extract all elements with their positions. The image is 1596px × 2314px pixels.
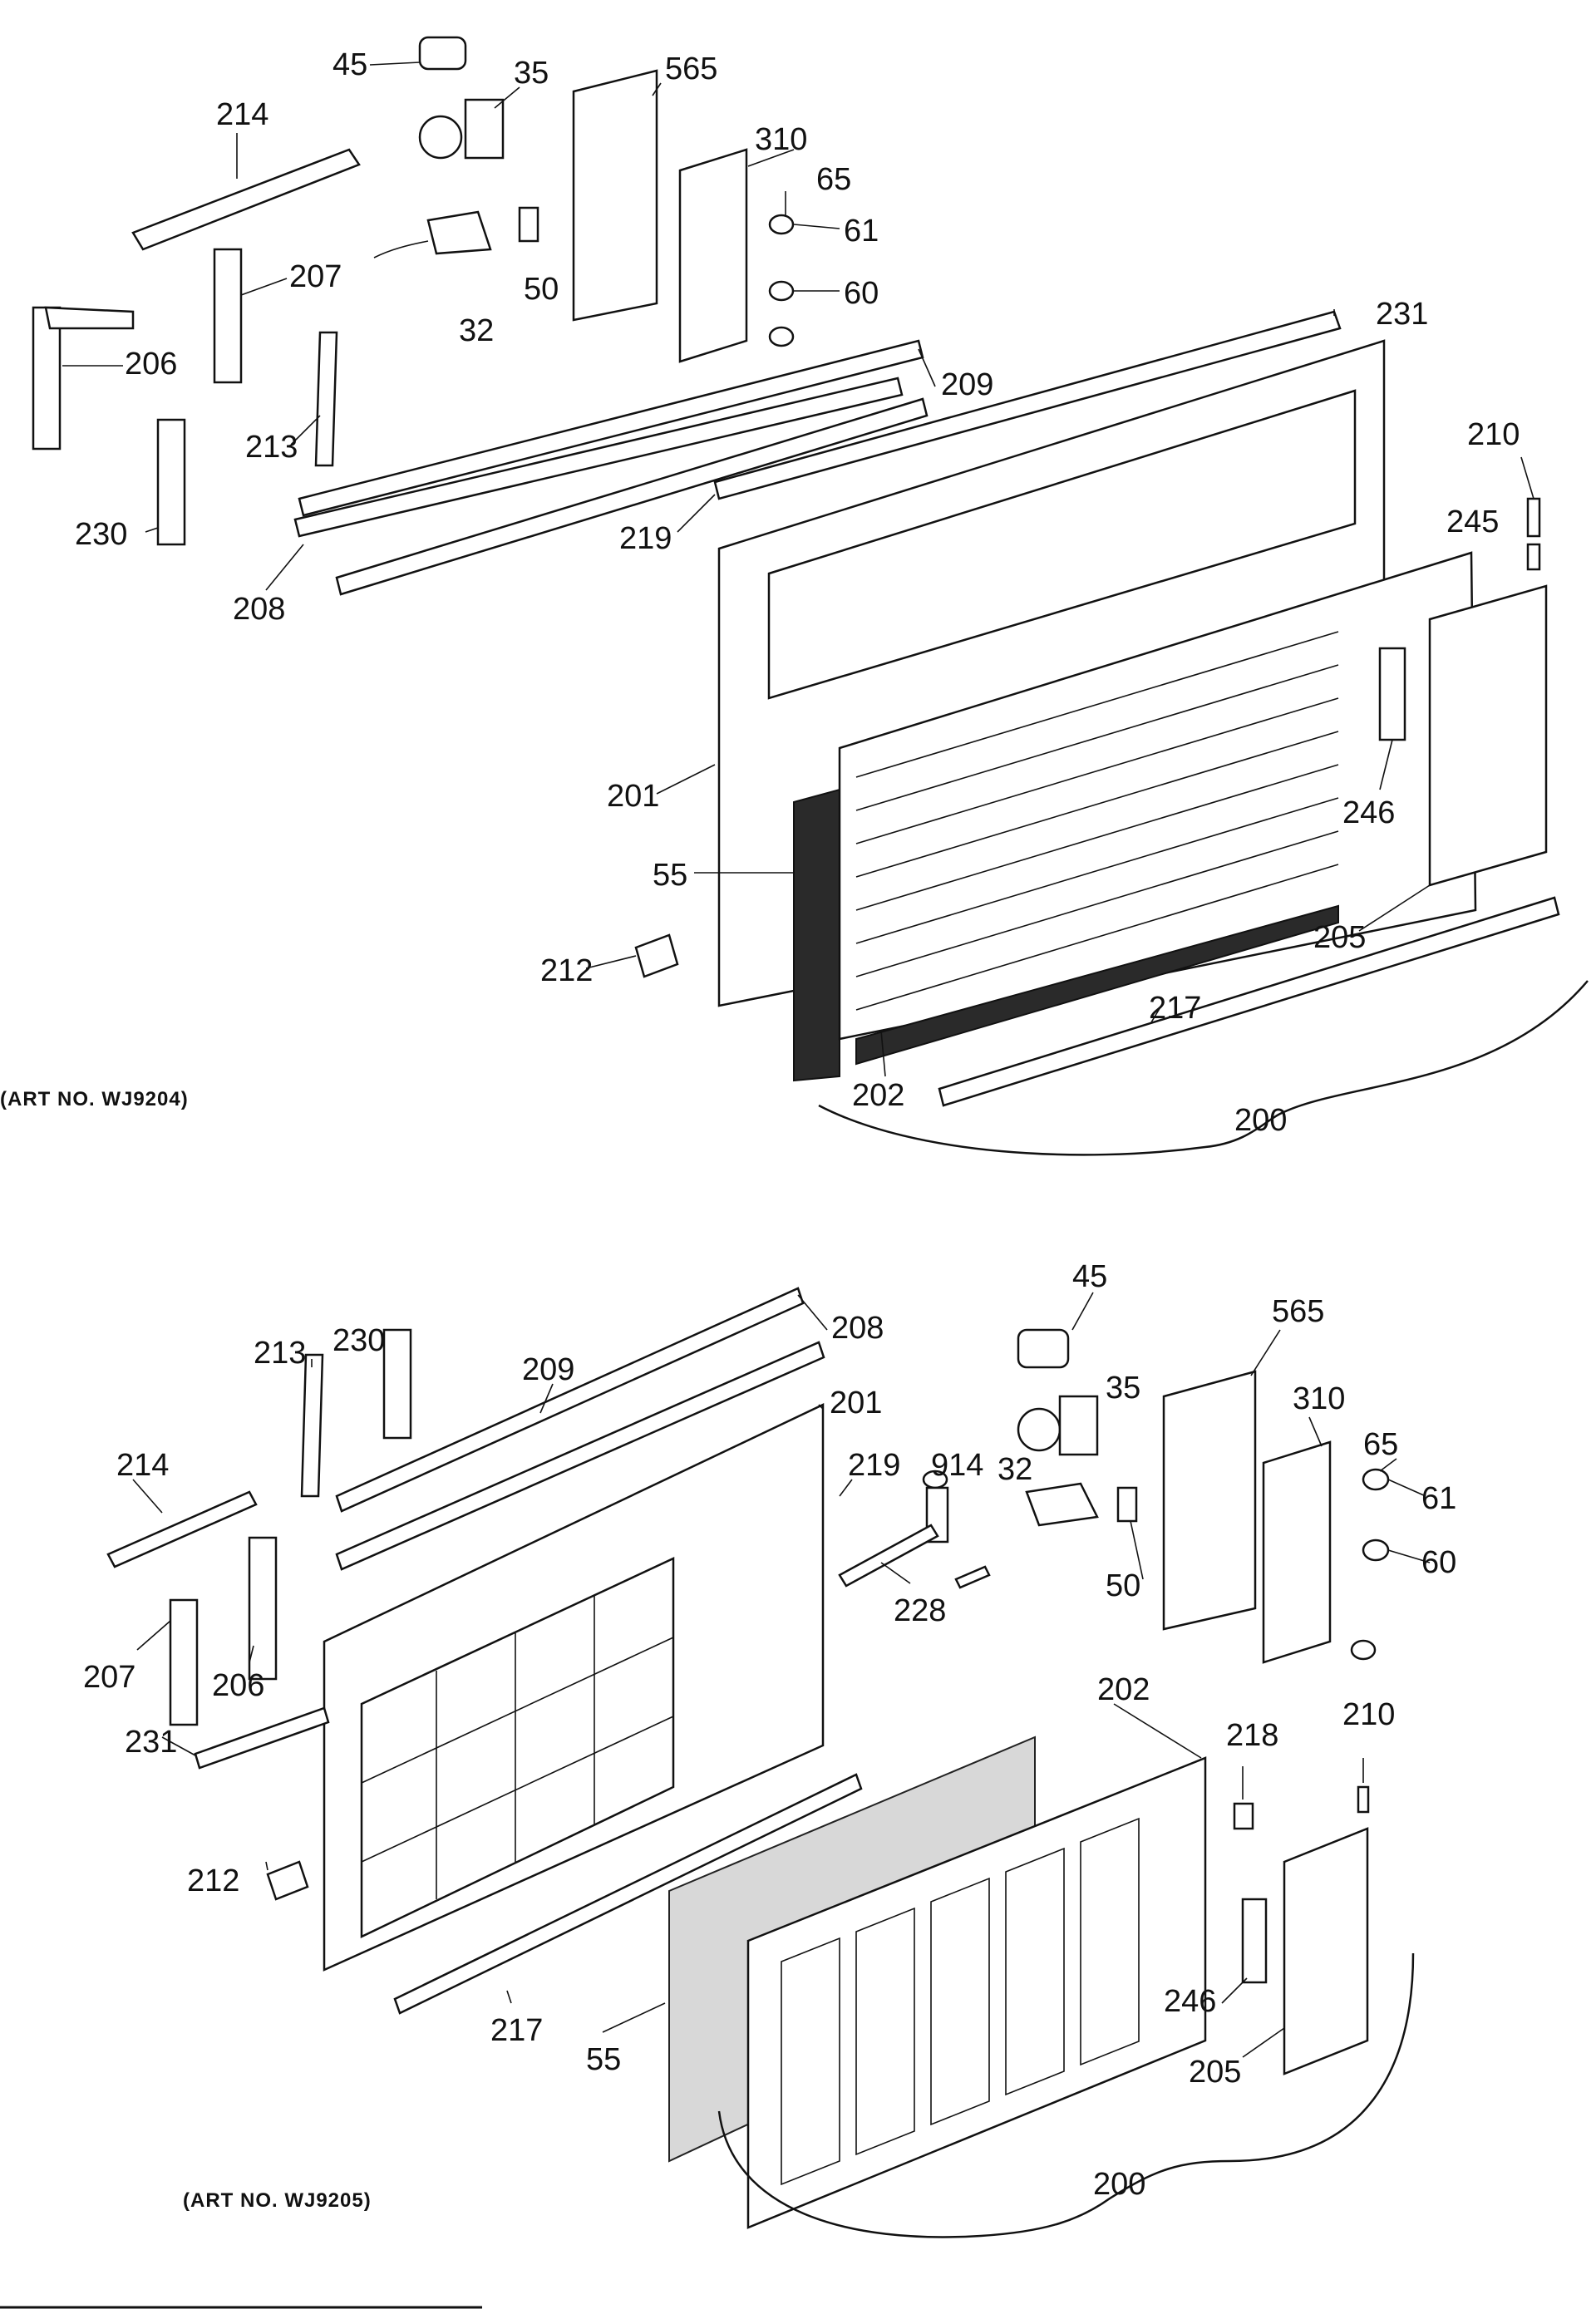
art-number-top: (ART NO. WJ9204) [0, 1088, 189, 1110]
part-208-drawing [335, 397, 929, 596]
callout-219: 219 [619, 521, 672, 556]
part-231-drawing [713, 310, 1342, 500]
callout-245: 245 [1446, 505, 1499, 539]
callout-202-b: 202 [1097, 1672, 1150, 1707]
leader-lines-top [62, 62, 1534, 1077]
part-55-drawing [793, 788, 840, 1082]
callout-217-b: 217 [490, 2013, 543, 2048]
callouts-bottom: 45 35 565 310 213 230 209 208 201 219 91… [83, 1259, 1456, 2212]
leader-lines-bottom [132, 1292, 1431, 2058]
callout-218-b: 218 [1226, 1718, 1278, 1753]
callout-201: 201 [607, 779, 659, 814]
callout-60-b: 60 [1421, 1545, 1456, 1580]
callout-202: 202 [852, 1078, 904, 1113]
part-310-drawing [678, 148, 748, 363]
callout-61: 61 [844, 214, 879, 249]
callout-214-b: 214 [116, 1448, 169, 1483]
callout-201-b: 201 [830, 1386, 882, 1420]
part-565-drawing [572, 69, 658, 322]
callout-212-b: 212 [187, 1864, 239, 1898]
callout-207: 207 [289, 259, 342, 294]
callout-228-b: 228 [894, 1593, 946, 1628]
diagram-top: 45 35 565 310 214 207 206 65 61 32 50 60… [0, 36, 1589, 1156]
callout-55: 55 [653, 858, 687, 893]
callout-206: 206 [125, 347, 177, 382]
callout-32: 32 [459, 313, 494, 348]
callout-246: 246 [1342, 795, 1395, 830]
callout-208-b: 208 [831, 1311, 884, 1346]
callout-35-b: 35 [1106, 1371, 1140, 1406]
callout-210: 210 [1467, 417, 1520, 452]
callout-565: 565 [665, 52, 717, 86]
callout-205: 205 [1313, 920, 1366, 955]
callout-65-b: 65 [1363, 1427, 1398, 1462]
callout-214: 214 [216, 97, 268, 132]
callout-200: 200 [1234, 1103, 1287, 1138]
part-245-drawing [1526, 543, 1541, 571]
callout-210-b: 210 [1342, 1697, 1395, 1732]
part-565-drawing-b [1162, 1370, 1257, 1631]
part-213-drawing [314, 331, 338, 467]
callout-310: 310 [755, 122, 807, 157]
callout-207-b: 207 [83, 1660, 135, 1695]
part-214-drawing [131, 148, 361, 251]
callouts-top: 45 35 565 310 214 207 206 65 61 32 50 60… [0, 47, 1520, 1138]
callout-205-b: 205 [1189, 2055, 1241, 2090]
callout-217: 217 [1149, 991, 1201, 1026]
part-45-drawing-b [1017, 1328, 1070, 1369]
callout-231: 231 [1376, 297, 1428, 332]
callout-231-b: 231 [125, 1725, 177, 1760]
callout-65: 65 [816, 162, 851, 197]
callout-200-b: 200 [1093, 2167, 1145, 2202]
callout-61-b: 61 [1421, 1481, 1456, 1516]
diagram-bottom: 45 35 565 310 213 230 209 208 201 219 91… [83, 1259, 1456, 2238]
part-212-drawing [634, 933, 679, 978]
callout-565-b: 565 [1272, 1294, 1324, 1329]
part-205-drawing [1428, 584, 1548, 887]
part-202-drawing-b [746, 1756, 1207, 2229]
grille-louvers [855, 631, 1339, 1011]
callout-208: 208 [233, 592, 285, 627]
callout-219-b: 219 [848, 1448, 900, 1483]
part-45-drawing [418, 36, 467, 71]
part-200-bracket [818, 980, 1589, 1156]
callout-55-b: 55 [586, 2042, 621, 2077]
part-32-drawing [426, 210, 492, 255]
part-310-drawing-b [1262, 1440, 1332, 1664]
part-50-drawing [518, 206, 539, 243]
callout-50: 50 [524, 272, 559, 307]
callout-50-b: 50 [1106, 1568, 1140, 1603]
callout-32-b: 32 [998, 1452, 1032, 1487]
grille-panels [781, 1817, 1140, 2186]
callout-45-b: 45 [1072, 1259, 1107, 1294]
art-number-bottom: (ART NO. WJ9205) [183, 2189, 372, 2212]
part-246-drawing [1378, 647, 1406, 741]
part-210-drawing [1526, 497, 1541, 538]
callout-310-b: 310 [1293, 1381, 1345, 1416]
callout-914-b: 914 [931, 1448, 983, 1483]
callout-35: 35 [514, 56, 549, 91]
callout-206-b: 206 [212, 1668, 264, 1703]
callout-230-b: 230 [332, 1323, 385, 1358]
callout-209-b: 209 [522, 1352, 574, 1387]
part-207-drawing [213, 248, 243, 384]
part-205-drawing-b [1283, 1827, 1369, 2075]
part-217-drawing [938, 896, 1560, 1107]
part-206-drawing [32, 306, 62, 450]
callout-212: 212 [540, 953, 593, 988]
callout-246-b: 246 [1164, 1984, 1216, 2019]
callout-230: 230 [75, 517, 127, 552]
callout-45: 45 [332, 47, 367, 82]
callout-213: 213 [245, 430, 298, 465]
frame-grid [361, 1596, 674, 1899]
callout-60: 60 [844, 276, 879, 311]
part-35-drawing [418, 115, 463, 160]
callout-213-b: 213 [254, 1336, 306, 1371]
callout-209: 209 [941, 367, 993, 402]
part-230-drawing [156, 418, 186, 546]
